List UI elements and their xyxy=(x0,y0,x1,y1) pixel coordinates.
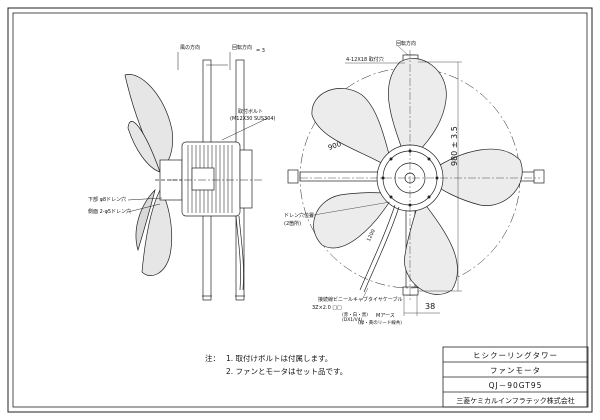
title-block-frame xyxy=(442,346,589,408)
side-cable xyxy=(235,215,241,291)
label-drain-side: 側面 2-φ5ドレン穴 xyxy=(88,209,132,215)
note-line-1: 1. 取付けボルトは付属します。 xyxy=(226,354,333,363)
label-wind-dir-side: 回転方向 xyxy=(232,45,253,51)
label-dim-38: 38 xyxy=(425,302,436,311)
label-earth-sub3: (緑・黄のリード線共) xyxy=(358,321,403,326)
side-blade-upper xyxy=(124,74,174,173)
title-product: ヒシクーリングタワー xyxy=(473,351,558,360)
label-drain-pos: ドレン穴位置 xyxy=(284,213,315,219)
terminal-box xyxy=(191,167,215,191)
label-earth-sub: (赤・白・黒) xyxy=(342,313,369,318)
inner-frame xyxy=(12,12,588,408)
label-earth: Mアース xyxy=(376,313,395,319)
label-tick: = 3 xyxy=(256,48,265,54)
side-blade-lower-inner xyxy=(135,188,156,252)
front-cable xyxy=(359,204,396,291)
side-view xyxy=(124,52,269,301)
notes-prefix: 注： xyxy=(205,354,220,363)
label-drain-lower: 下部 φ8ドレン穴 xyxy=(88,197,127,203)
label-earth-sub2: (DX1/V4) xyxy=(342,318,363,323)
side-blade-upper-inner xyxy=(127,121,161,173)
blade-left xyxy=(311,88,391,166)
side-blade-lower xyxy=(141,189,173,276)
blade-bottom-left xyxy=(313,192,393,249)
title-part: ファンモータ xyxy=(490,366,541,375)
front-view xyxy=(287,45,545,316)
blade-right xyxy=(431,148,523,206)
label-rotation-front: 回転方向 xyxy=(396,41,417,47)
label-mount-bolt-spec: (M12X30 SUS304) xyxy=(230,116,276,122)
outer-frame xyxy=(7,7,593,413)
label-cable-spec: 3Z×2.0 □□ xyxy=(312,305,342,311)
label-holes: 4-12X18 取付穴 xyxy=(346,57,384,63)
label-mount-bolt: 取付ボルト xyxy=(238,109,264,115)
label-rotation-side: 風の方向 xyxy=(180,45,201,51)
label-height: 980 ± 3.5 xyxy=(450,126,459,166)
blade-bottom-right xyxy=(404,199,458,295)
blade-top xyxy=(388,58,447,155)
label-drain-pos-sub: (2箇所) xyxy=(284,221,302,227)
motor-end-cap xyxy=(239,149,253,209)
label-cable: 接続線ビニールキャブタイヤケーブル xyxy=(318,297,403,303)
note-line-2: 2. ファンとモータはセット品です。 xyxy=(226,367,348,376)
title-model: QJ－90GT95 xyxy=(488,381,543,390)
title-company: 三菱ケミカルインフラテック株式会社 xyxy=(456,396,575,405)
